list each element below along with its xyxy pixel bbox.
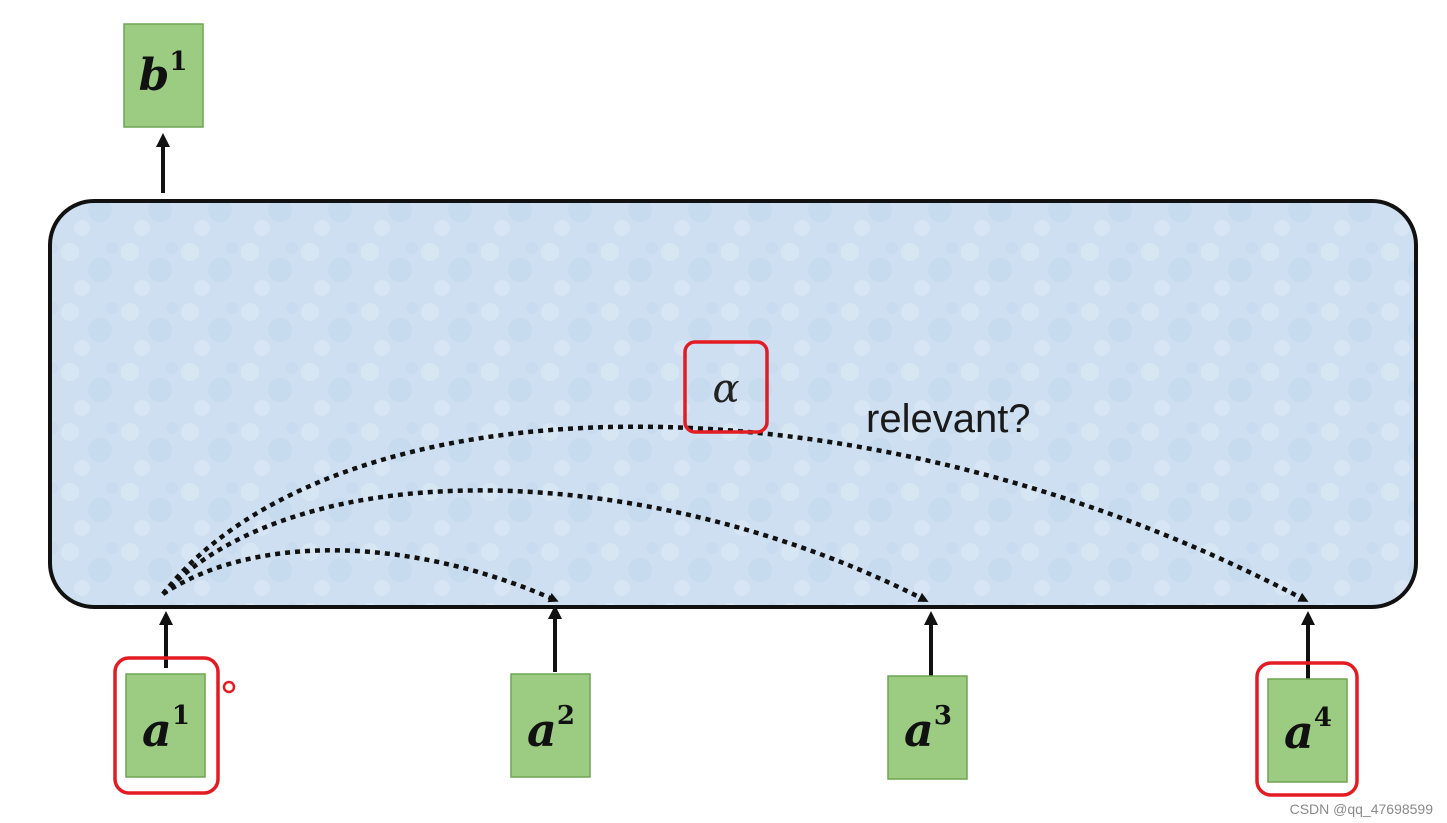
cursor-dot [222, 680, 236, 694]
relevance-question-label: relevant? [866, 397, 1031, 441]
input-index: 1 [172, 701, 190, 731]
input-token-a4: a4 [1255, 661, 1359, 797]
input-token-a1: a1 [113, 656, 220, 795]
relevance-arc-a1-a4 [161, 424, 1309, 602]
input-symbol: a [142, 703, 172, 757]
self-attention-block [48, 199, 1418, 609]
relevance-arc-a1-a3 [161, 488, 929, 603]
output-token-b1: b1 [123, 23, 204, 128]
input-token-label: a1 [142, 701, 190, 757]
input-symbol: a [527, 703, 557, 757]
output-token-box [123, 23, 204, 128]
input-index: 4 [1314, 703, 1332, 733]
input-token-highlight [1255, 661, 1359, 797]
output-index: 1 [169, 47, 187, 77]
input-index: 2 [557, 701, 575, 731]
input-symbol: a [1284, 705, 1314, 759]
watermark: CSDN @qq_47698599 [1289, 801, 1433, 817]
input-symbol: a [904, 703, 934, 757]
input-token-box [887, 675, 968, 780]
input-token-highlight [113, 656, 220, 795]
input-token-label: a4 [1284, 703, 1332, 759]
attention-weight-symbol: α [712, 366, 739, 412]
input-token-box [510, 673, 591, 778]
input-token-box [1267, 678, 1348, 783]
input-token-a2: a2 [510, 673, 591, 778]
output-token-label: b1 [139, 47, 188, 101]
input-index: 3 [934, 701, 952, 731]
output-symbol: b [139, 50, 170, 101]
attention-weight-box [683, 340, 769, 434]
input-token-label: a3 [904, 701, 952, 757]
input-token-label: a2 [527, 701, 575, 757]
input-token-box [125, 673, 206, 778]
input-token-a3: a3 [887, 675, 968, 780]
